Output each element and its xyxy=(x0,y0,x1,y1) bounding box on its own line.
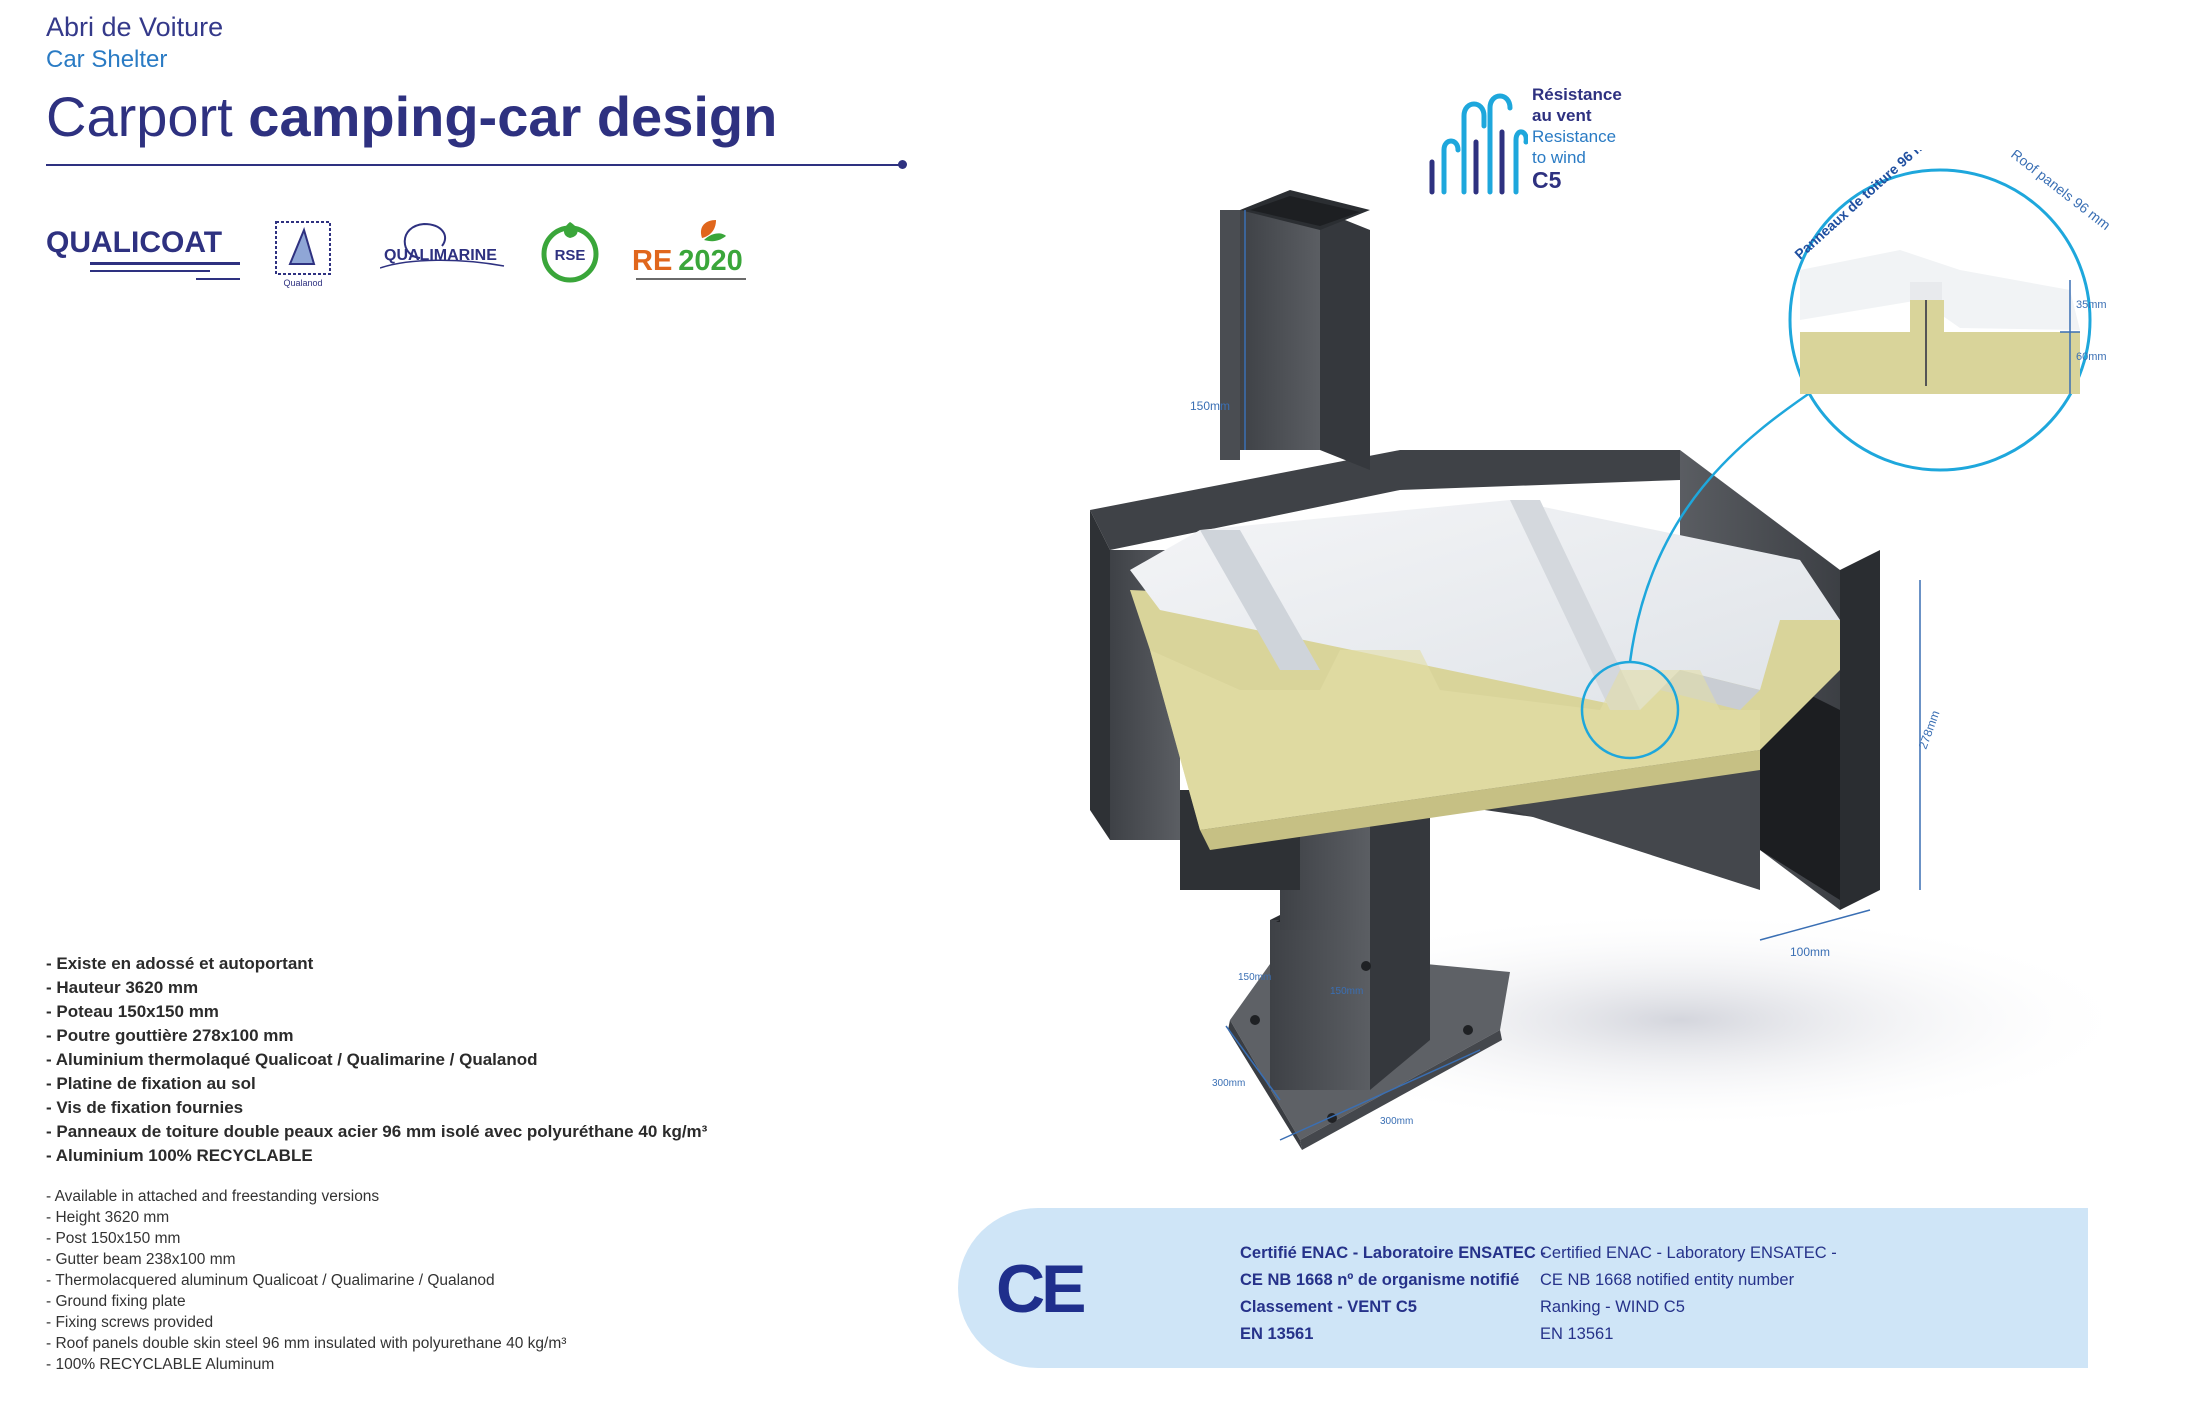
feature-fr: - Vis de fixation fournies xyxy=(46,1098,244,1117)
svg-text:RSE: RSE xyxy=(555,247,586,264)
ground-shadow xyxy=(1220,910,2140,1130)
roof-panel-detail xyxy=(1788,168,2092,472)
feature-en: - 100% RECYCLABLE Aluminum xyxy=(46,1356,275,1373)
feature-en: - Ground fixing plate xyxy=(46,1293,186,1310)
wind-class: C5 xyxy=(1532,167,1562,193)
post-upper xyxy=(1220,190,1370,470)
wind-resistance-label: Résistance au vent Resistance to wind C5 xyxy=(1532,84,1622,193)
features-french: - Existe en adossé et autoportant - Haut… xyxy=(46,952,707,1168)
title-underline-dot xyxy=(898,160,907,169)
svg-text:Qualanod: Qualanod xyxy=(283,278,322,288)
svg-text:QUALICOAT: QUALICOAT xyxy=(46,226,222,259)
title-light: Carport xyxy=(46,85,233,148)
dim-panel: 60mm xyxy=(2076,351,2107,363)
page-title: Carport camping-car design xyxy=(46,84,777,149)
carport-diagram: 150mm 278mm 100mm 150mm 150mm 300mm 300m… xyxy=(1090,150,2140,1150)
feature-en: - Fixing screws provided xyxy=(46,1314,214,1331)
feature-en: - Roof panels double skin steel 96 mm in… xyxy=(46,1335,567,1352)
svg-text:QUALIMARINE: QUALIMARINE xyxy=(384,247,497,264)
feature-en: - Post 150x150 mm xyxy=(46,1230,181,1247)
cert-fr-line: Classement - VENT C5 xyxy=(1240,1298,1417,1316)
feature-fr: - Poutre gouttière 278x100 mm xyxy=(46,1026,294,1045)
cert-en-line: EN 13561 xyxy=(1540,1325,1614,1343)
cert-fr-line: EN 13561 xyxy=(1240,1325,1314,1343)
dim-base-top: 150mm xyxy=(1330,986,1363,997)
ce-mark: CE xyxy=(996,1251,1086,1327)
subtitle-fr: Abri de Voiture xyxy=(46,12,224,42)
feature-en: - Gutter beam 238x100 mm xyxy=(46,1251,236,1268)
feature-fr: - Aluminium thermolaqué Qualicoat / Qual… xyxy=(46,1050,538,1069)
qualimarine-logo: QUALIMARINE xyxy=(380,222,505,269)
dim-beam-width: 100mm xyxy=(1790,945,1830,959)
cert-en-line: CE NB 1668 notified entity number xyxy=(1540,1271,1795,1289)
title-bold: camping-car design xyxy=(248,85,778,148)
feature-en: - Thermolacquered aluminum Qualicoat / Q… xyxy=(46,1272,495,1289)
rse-logo: RSE xyxy=(541,222,599,283)
dim-plate-front: 300mm xyxy=(1380,1116,1413,1127)
cert-en-line: Ranking - WIND C5 xyxy=(1540,1298,1685,1316)
features-english: - Available in attached and freestanding… xyxy=(46,1186,566,1375)
wind-icon xyxy=(1429,93,1528,195)
dim-plate-side: 300mm xyxy=(1212,1078,1245,1089)
feature-fr: - Platine de fixation au sol xyxy=(46,1074,256,1093)
wind-en-line1: Resistance xyxy=(1532,127,1617,146)
qualicoat-logo: QUALICOAT xyxy=(46,226,240,280)
dim-base-side: 150mm xyxy=(1238,972,1271,983)
wind-fr-line2: au vent xyxy=(1532,106,1592,125)
feature-en: - Available in attached and freestanding… xyxy=(46,1188,380,1205)
dim-post-height: 150mm xyxy=(1190,399,1230,413)
wind-en-line2: to wind xyxy=(1532,148,1586,167)
certification-french: Certifié ENAC - Laboratoire ENSATEC - CE… xyxy=(1240,1240,1546,1348)
certification-banner xyxy=(958,1208,2088,1368)
dim-top: 35mm xyxy=(2076,299,2107,311)
cert-fr-line: CE NB 1668 nº de organisme notifié xyxy=(1240,1271,1520,1289)
feature-fr: - Existe en adossé et autoportant xyxy=(46,954,314,973)
feature-fr: - Poteau 150x150 mm xyxy=(46,1002,219,1021)
title-underline xyxy=(46,164,904,166)
cert-en-line: Certified ENAC - Laboratory ENSATEC - xyxy=(1540,1244,1837,1262)
feature-en: - Height 3620 mm xyxy=(46,1209,170,1226)
detail-callout-leader xyxy=(1628,384,1821,663)
dimension-lines xyxy=(1225,210,1921,1141)
subtitle-en: Car Shelter xyxy=(46,46,168,73)
cert-fr-line: Certifié ENAC - Laboratoire ENSATEC - xyxy=(1240,1244,1546,1262)
feature-fr: - Aluminium 100% RECYCLABLE xyxy=(46,1146,313,1165)
certification-english: Certified ENAC - Laboratory ENSATEC - CE… xyxy=(1540,1240,1837,1348)
feature-fr: - Panneaux de toiture double peaux acier… xyxy=(46,1122,708,1141)
qualanod-logo: Qualanod xyxy=(275,221,331,288)
wind-fr-line1: Résistance xyxy=(1532,85,1622,104)
feature-fr: - Hauteur 3620 mm xyxy=(46,978,199,997)
